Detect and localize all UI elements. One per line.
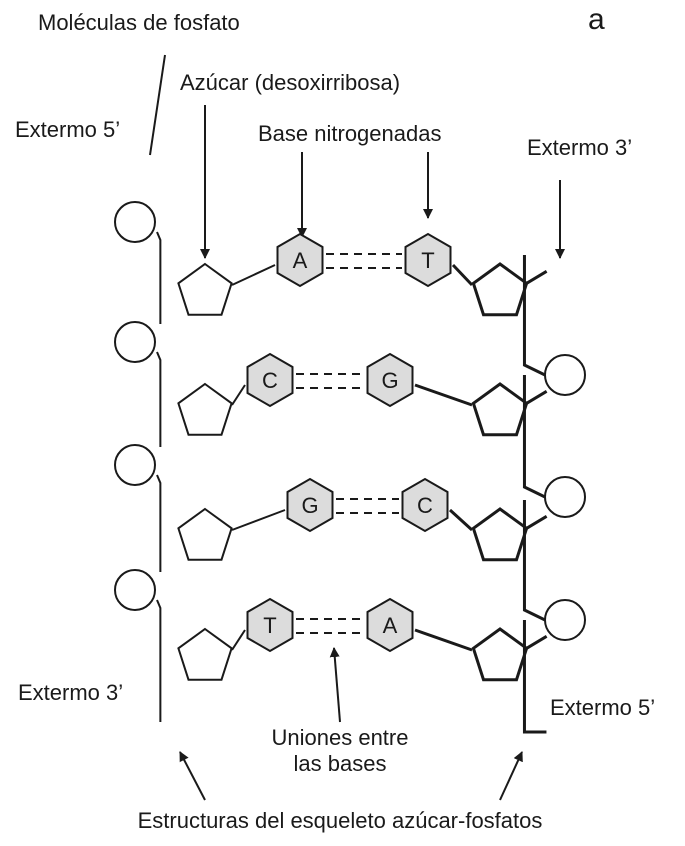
left-sugar-pentagon xyxy=(177,627,233,681)
right-sugar-stub xyxy=(525,635,548,650)
right-sugar-stub xyxy=(525,390,548,405)
right-phosphate-circle xyxy=(544,476,586,518)
base-hexagon-left xyxy=(246,597,294,653)
panel-letter: a xyxy=(588,3,605,36)
right-sugar-stub xyxy=(525,270,548,285)
right-sugar-phosphate-backbone xyxy=(471,255,586,734)
right-sugar-pentagon xyxy=(471,382,529,437)
base-hexagon-right xyxy=(366,597,414,653)
left-sugar-phosphate-backbone xyxy=(114,201,233,722)
pointer-lines xyxy=(149,54,565,801)
left-phosphate-circle xyxy=(114,321,156,363)
sugar-label: Azúcar (desoxirribosa) xyxy=(180,70,401,95)
base-letter-left: C xyxy=(262,368,278,393)
left-sugar-pentagon xyxy=(177,507,233,561)
left-phosphate-circle xyxy=(114,444,156,486)
right-sugar-stub xyxy=(525,515,548,530)
base-letter-right: G xyxy=(381,368,398,393)
base-letter-left: A xyxy=(293,248,308,273)
right-sugar-pentagon xyxy=(471,507,529,562)
base-letter-right: T xyxy=(421,248,434,273)
end-5-right-label: Extermo 5’ xyxy=(550,695,656,720)
left-sugar-pentagon xyxy=(177,382,233,436)
end-3-right-label: Extermo 3’ xyxy=(527,135,633,160)
bonds-arrow xyxy=(329,647,341,723)
base-bonds-label-line2: las bases xyxy=(293,751,387,776)
base-letter-right: C xyxy=(417,493,433,518)
right-sugar-base-link xyxy=(414,628,473,652)
backbone-label: Estructuras del esqueleto azúcar-fosfato… xyxy=(137,808,543,833)
right-backbone-link xyxy=(522,375,546,499)
base-hexagon-right xyxy=(401,477,449,533)
left-phosphate-circle xyxy=(114,569,156,611)
base-bonds-label-line1: Uniones entre xyxy=(271,725,409,750)
left-backbone-link xyxy=(156,351,162,447)
right-sugar-pentagon xyxy=(471,262,529,317)
end-5-left-label: Extermo 5’ xyxy=(15,117,121,142)
base-letter-left: G xyxy=(301,493,318,518)
base-letter-left: T xyxy=(263,613,276,638)
left-backbone-link xyxy=(156,474,162,572)
left-backbone-link xyxy=(156,599,162,722)
base-hexagon-left xyxy=(286,477,334,533)
right-phosphate-circle xyxy=(544,354,586,396)
right-sugar-base-link xyxy=(414,383,473,407)
backbone-arrow-left xyxy=(179,751,206,801)
nitrogenous-bases-label: Base nitrogenadas xyxy=(258,121,442,146)
base-hexagon-right xyxy=(366,352,414,408)
left-phosphate-circle xyxy=(114,201,156,243)
base-hexagon-left xyxy=(246,352,294,408)
right-sugar-base-link xyxy=(448,508,474,532)
phosphate-pointer-line xyxy=(149,54,166,156)
right-phosphate-circle xyxy=(544,599,586,641)
base-hexagon-left xyxy=(276,232,324,288)
right-backbone-link xyxy=(522,500,546,622)
left-sugar-base-link xyxy=(231,509,286,531)
left-backbone-link xyxy=(156,231,162,324)
base-hexagon-right xyxy=(404,232,452,288)
left-sugar-base-link xyxy=(231,384,246,406)
backbone-arrow-right xyxy=(499,751,523,801)
left-sugar-base-link xyxy=(231,264,276,286)
left-sugar-pentagon xyxy=(177,262,233,316)
base-letter-right: A xyxy=(383,613,398,638)
right-backbone-link xyxy=(522,255,546,377)
phosphate-molecules-label: Moléculas de fosfato xyxy=(38,10,240,35)
left-sugar-base-link xyxy=(231,629,246,651)
right-sugar-pentagon xyxy=(471,627,529,682)
end-3-left-label: Extermo 3’ xyxy=(18,680,124,705)
right-backbone-link xyxy=(522,620,547,734)
right-sugar-base-link xyxy=(451,263,474,287)
